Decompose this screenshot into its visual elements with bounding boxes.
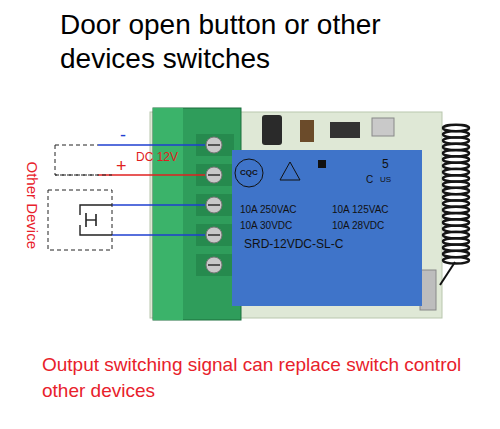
negative-wire bbox=[98, 144, 205, 146]
caption: Output switching signal can replace swit… bbox=[42, 352, 482, 403]
other-device: Other Device bbox=[18, 130, 118, 280]
pins bbox=[420, 270, 436, 310]
switch-symbol bbox=[80, 205, 112, 215]
terminal-block bbox=[153, 108, 241, 320]
polarity-sign: - bbox=[120, 126, 126, 146]
screw bbox=[206, 167, 222, 183]
voltage-label: DC 12V bbox=[136, 151, 178, 164]
antenna-coil bbox=[443, 125, 469, 264]
cert-mark: CQC bbox=[240, 169, 258, 178]
relay-rating: 10A 250VAC bbox=[240, 204, 297, 215]
switch-symbol bbox=[80, 225, 112, 235]
positive-wire bbox=[98, 174, 205, 176]
screw-well bbox=[196, 254, 234, 276]
cert-ring bbox=[235, 159, 263, 187]
screw-slot bbox=[208, 264, 220, 266]
screw bbox=[206, 197, 222, 213]
capacitor bbox=[262, 115, 282, 145]
screw-slot bbox=[208, 204, 220, 206]
dashed-wire bbox=[55, 145, 98, 146]
device-label: Other Device bbox=[24, 161, 41, 249]
relay-model: SRD-12VDC-SL-C bbox=[244, 238, 343, 251]
screw bbox=[206, 227, 222, 243]
relay: CQC 5C US 10A 250VAC 10A 125VAC 10A 30VDC 10A … bbox=[232, 150, 422, 306]
component bbox=[372, 118, 394, 136]
switch-plunger bbox=[86, 219, 96, 220]
switch-wire bbox=[112, 234, 205, 236]
cert-mark: US bbox=[380, 176, 391, 185]
polarity-sign: + bbox=[116, 157, 127, 177]
warning-triangle bbox=[280, 162, 300, 180]
screw-slot bbox=[208, 144, 220, 146]
switch-button bbox=[95, 214, 97, 226]
component bbox=[300, 120, 314, 142]
screw bbox=[206, 137, 222, 153]
relay-rating: 10A 28VDC bbox=[332, 220, 384, 231]
switch-wire bbox=[112, 204, 205, 206]
device-box bbox=[48, 190, 112, 250]
relay-rating: 10A 30VDC bbox=[240, 220, 292, 231]
title: Door open button or other devices switch… bbox=[60, 8, 480, 75]
relay-rating: 10A 125VAC bbox=[332, 204, 389, 215]
screw-slot bbox=[208, 234, 220, 236]
coil-turn bbox=[443, 257, 469, 263]
dashed-bracket bbox=[55, 145, 112, 175]
terminal-block-face bbox=[153, 108, 183, 320]
led bbox=[318, 160, 326, 168]
antenna-lead bbox=[440, 262, 455, 285]
screw-slot bbox=[208, 174, 220, 176]
screw bbox=[206, 257, 222, 273]
chip bbox=[330, 122, 360, 138]
cert-mark: C bbox=[366, 174, 373, 185]
cert-mark: 5 bbox=[382, 158, 389, 171]
